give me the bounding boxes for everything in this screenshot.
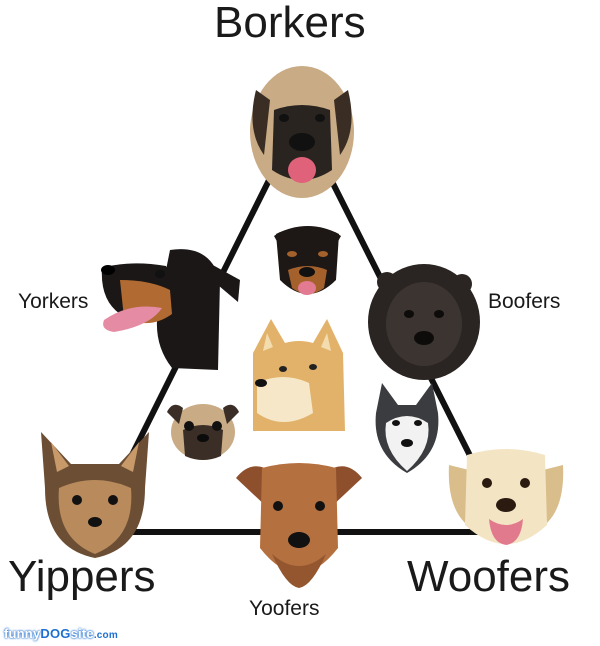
edge-label-right: Boofers: [488, 290, 561, 313]
mastiff-icon: [246, 60, 358, 200]
edge-label-left: Yorkers: [18, 290, 89, 313]
watermark-text-com: .com: [93, 630, 118, 641]
watermark-text-funny: funny: [4, 626, 41, 641]
corner-label-bottom-left: Yippers: [8, 552, 156, 601]
husky-icon: [372, 383, 442, 475]
poodle-mix-icon: [367, 262, 482, 382]
watermark-text-site: site: [70, 626, 94, 641]
rottweiler-icon: [270, 222, 345, 308]
yorkie-icon: [35, 428, 155, 560]
airedale-icon: [232, 458, 366, 590]
pug-icon: [165, 400, 241, 462]
doberman-icon: [100, 240, 245, 375]
shiba-icon: [243, 313, 351, 433]
corner-label-top: Borkers: [214, 0, 366, 47]
corner-label-bottom-right: Woofers: [407, 552, 571, 601]
edge-label-bottom: Yoofers: [249, 597, 320, 620]
watermark-text-dog: DOG: [40, 626, 71, 641]
labrador-icon: [443, 445, 569, 555]
site-watermark: funnyDOGsite.com: [4, 626, 118, 641]
